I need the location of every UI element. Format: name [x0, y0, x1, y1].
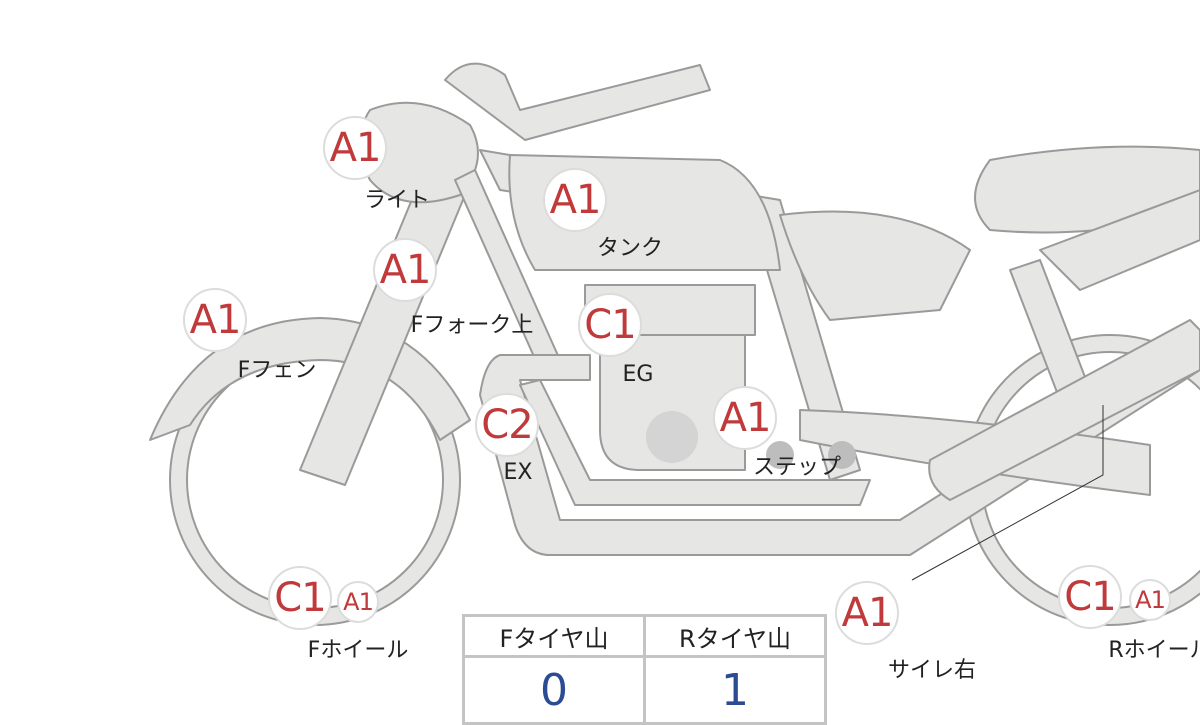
label-exhaust: EX: [503, 460, 533, 485]
label-engine: EG: [622, 362, 654, 387]
grade-badge-light: A1: [323, 116, 387, 180]
grade-badge-step: A1: [713, 386, 777, 450]
grade-badge-rwheel: C1: [1058, 565, 1122, 629]
grade-badge-engine: C1: [578, 293, 642, 357]
label-ffender: Fフェン: [237, 358, 317, 383]
header-rear-tire: Rタイヤ山: [643, 614, 827, 658]
label-light: ライト: [363, 188, 431, 213]
header-front-tire: Fタイヤ山: [462, 614, 646, 658]
handlebar: [444, 62, 711, 141]
value-front-tire: 0: [462, 655, 646, 725]
muffler: [928, 319, 1200, 501]
label-step: ステップ: [752, 455, 842, 480]
grade-badge-muffler: A1: [835, 581, 899, 645]
grade-badge-tank: A1: [543, 168, 607, 232]
grade-badge-ffork: A1: [373, 238, 437, 302]
value-rear-tire: 1: [643, 655, 827, 725]
label-muffler: サイレ右: [887, 658, 977, 683]
grade-badge-rwheel-2: A1: [1129, 579, 1171, 621]
grade-badge-fwheel: C1: [268, 566, 332, 630]
grade-badge-ffender: A1: [183, 288, 247, 352]
label-ffork: Fフォーク上: [410, 313, 534, 338]
tire-tread-table: Fタイヤ山 Rタイヤ山 0 1: [462, 614, 827, 725]
grade-badge-fwheel-2: A1: [337, 581, 379, 623]
label-fwheel: Fホイール: [307, 638, 409, 663]
grade-badge-exhaust: C2: [475, 393, 539, 457]
label-rwheel: Rホイール: [1108, 638, 1200, 663]
label-tank: タンク: [596, 236, 664, 261]
